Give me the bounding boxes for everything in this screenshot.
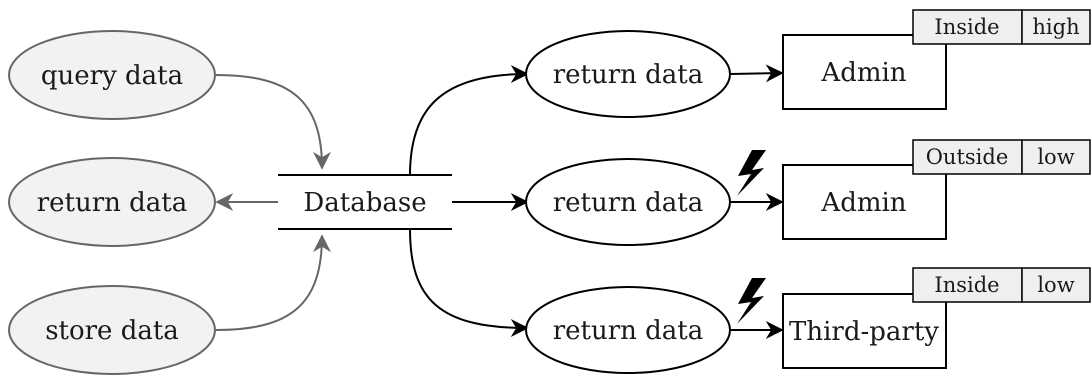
query-data-node: query data <box>8 30 216 120</box>
tag-mid-location: Outside <box>926 145 1009 169</box>
store-data-label: store data <box>45 316 179 346</box>
return-data-bottom-label: return data <box>553 316 704 346</box>
tag-top-location: Inside <box>934 15 999 39</box>
database-label: Database <box>303 188 426 218</box>
lightning-bolt-icon <box>737 150 766 196</box>
return-data-mid-label: return data <box>553 188 704 218</box>
return-data-left-node: return data <box>8 157 216 247</box>
tag-bottom: Inside low <box>912 267 1091 303</box>
store-data-node: store data <box>8 285 216 375</box>
admin-mid-label: Admin <box>820 188 906 218</box>
flow-query-to-database <box>215 74 331 170</box>
return-data-mid-node: return data <box>525 158 731 246</box>
admin-top-label: Admin <box>820 58 906 88</box>
tag-top: Inside high <box>912 9 1091 45</box>
flow-database-to-return-top <box>409 65 529 176</box>
tag-bottom-location: Inside <box>934 273 999 297</box>
return-data-bottom-node: return data <box>525 286 731 374</box>
lightning-bolt-icon <box>737 278 766 324</box>
flow-return-top-to-admin <box>729 64 784 83</box>
flow-database-to-return-bottom <box>409 228 529 337</box>
tag-bottom-trust: low <box>1037 273 1074 297</box>
flow-store-to-database <box>215 234 331 331</box>
tag-top-trust: high <box>1032 15 1079 39</box>
return-data-top-label: return data <box>553 60 704 90</box>
database-store: Database <box>278 174 452 230</box>
third-party-entity: Third-party <box>782 293 947 369</box>
return-data-top-node: return data <box>525 30 731 118</box>
admin-top-entity: Admin <box>782 34 947 110</box>
admin-mid-entity: Admin <box>782 164 947 240</box>
query-data-label: query data <box>41 61 183 91</box>
third-party-label: Third-party <box>789 317 939 347</box>
tag-mid: Outside low <box>912 139 1091 175</box>
tag-mid-trust: low <box>1037 145 1074 169</box>
return-data-left-label: return data <box>37 188 188 218</box>
